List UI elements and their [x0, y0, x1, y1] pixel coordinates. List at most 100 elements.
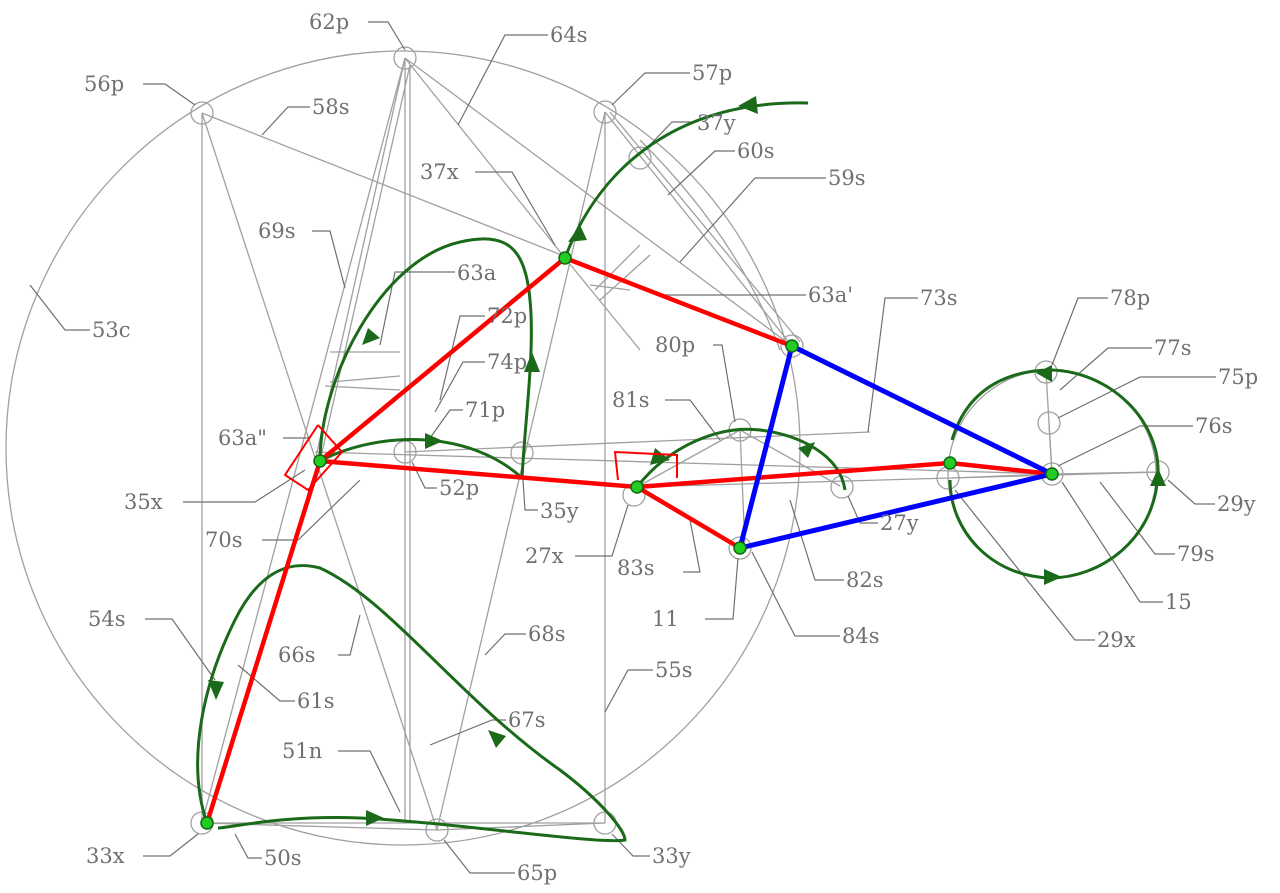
joint-37x — [558, 251, 572, 265]
leader-15 — [1061, 481, 1163, 603]
motion-path-33x — [196, 564, 627, 843]
pivot-75p — [1037, 411, 1061, 435]
construction-line — [604, 111, 793, 347]
label-77s: 77s — [1154, 336, 1192, 360]
arrow-icon — [650, 448, 670, 465]
leader-74p — [434, 361, 485, 413]
labels: 62p 64s 57p 56p 58s 37y 60s 37x 59s 69s … — [84, 10, 1258, 885]
leader-27y — [847, 495, 878, 524]
red-link — [949, 460, 1053, 477]
label-27y: 27y — [880, 511, 919, 535]
leader-54s — [145, 618, 216, 681]
arrow-icon — [362, 328, 380, 345]
leader-84s — [751, 551, 840, 637]
label-67s: 67s — [508, 708, 546, 732]
leader-51n — [338, 750, 401, 813]
leader-68s — [484, 633, 526, 656]
label-60s: 60s — [737, 139, 775, 163]
leader-78p — [1051, 297, 1108, 366]
label-33x: 33x — [86, 844, 125, 868]
leader-33y — [611, 833, 650, 857]
red-link — [635, 485, 742, 550]
label-52p: 52p — [439, 476, 479, 500]
construction-line — [404, 57, 566, 259]
construction-line — [404, 431, 871, 453]
label-74p: 74p — [487, 350, 527, 374]
arrow-icon — [524, 352, 540, 372]
arrow-icon — [568, 225, 587, 242]
leader-55s — [604, 669, 653, 713]
label-70s: 70s — [205, 528, 243, 552]
construction-line — [404, 57, 793, 347]
pivot-37y — [628, 146, 652, 170]
label-72p: 72p — [487, 304, 527, 328]
construction-line — [594, 244, 641, 291]
label-79s: 79s — [1177, 542, 1215, 566]
leader-lines — [29, 21, 1216, 874]
joint-63a1 — [785, 339, 799, 353]
construction-line — [636, 471, 1161, 488]
arrow-icon — [366, 810, 384, 826]
leader-37x — [475, 171, 556, 246]
red-link — [564, 255, 793, 349]
motion-path-35x-upper — [318, 237, 533, 479]
label-29y: 29y — [1217, 492, 1256, 516]
label-82s: 82s — [846, 568, 884, 592]
label-35x: 35x — [124, 490, 163, 514]
pivot-57p — [593, 100, 617, 124]
label-33y: 33y — [652, 844, 691, 868]
leader-35y — [521, 465, 538, 511]
label-55s: 55s — [655, 658, 693, 682]
leader-65p — [443, 839, 515, 874]
label-50s: 50s — [264, 846, 302, 870]
label-78p: 78p — [1110, 286, 1150, 310]
motion-path-37x — [563, 101, 809, 259]
leader-70s — [262, 479, 361, 541]
label-56p: 56p — [84, 72, 124, 96]
leader-82s — [789, 499, 844, 581]
blue-link — [739, 471, 1053, 551]
leader-76s — [1057, 425, 1193, 467]
arrow-icon — [1044, 569, 1062, 585]
red-links — [204, 255, 1053, 824]
blue-link — [790, 343, 1054, 477]
arrow-icon — [798, 442, 815, 458]
leader-53c — [29, 284, 90, 331]
motion-path-35x-lower — [319, 438, 524, 480]
leader-63a — [379, 271, 455, 346]
leader-11 — [705, 557, 739, 620]
leader-69s — [312, 230, 346, 289]
red-link — [636, 460, 951, 490]
leader-62p — [368, 21, 406, 51]
arrow-icon — [1036, 365, 1052, 382]
label-64s: 64s — [550, 23, 588, 47]
blue-links — [737, 343, 1054, 551]
pivot-62p — [393, 46, 417, 70]
construction-line — [1051, 471, 1159, 475]
leader-67s — [429, 719, 506, 746]
label-76s: 76s — [1195, 414, 1233, 438]
leader-50s — [234, 833, 262, 859]
label-54s: 54s — [88, 607, 126, 631]
leader-80p — [713, 344, 736, 423]
construction-line — [329, 375, 401, 383]
label-15: 15 — [1165, 590, 1192, 614]
leader-56p — [143, 83, 196, 106]
leader-72p — [439, 315, 485, 401]
label-57p: 57p — [692, 61, 732, 85]
leader-66s — [338, 614, 361, 656]
construction-line — [739, 429, 841, 487]
construction-line — [314, 451, 1053, 475]
construction-line — [589, 284, 631, 291]
label-69s: 69s — [258, 219, 296, 243]
joint-29x — [943, 456, 957, 470]
joint-15 — [1045, 467, 1059, 481]
joint-35x — [313, 454, 327, 468]
construction-line — [1048, 422, 1053, 475]
label-73s: 73s — [920, 286, 958, 310]
label-65p: 65p — [517, 861, 557, 885]
leader-75p — [1057, 376, 1216, 419]
red-link — [319, 458, 638, 490]
construction-line — [324, 385, 401, 391]
leader-60s — [667, 150, 735, 196]
